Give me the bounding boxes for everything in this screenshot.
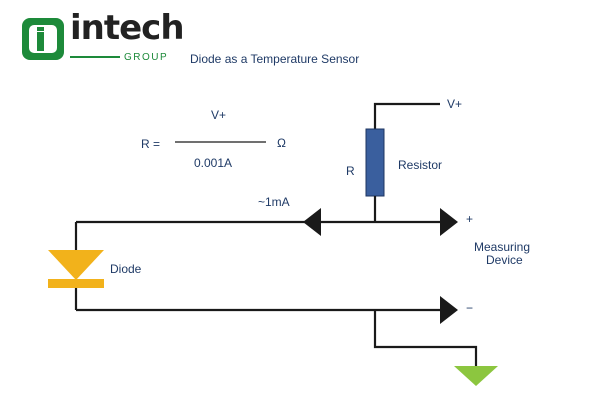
diode-label: Diode: [110, 262, 142, 276]
supply-wire: [373, 102, 440, 129]
formula-lhs: R =: [141, 137, 161, 151]
negative-terminal-label: −: [466, 301, 474, 315]
negative-terminal-arrow: [440, 296, 458, 324]
current-arrow: [303, 208, 321, 236]
positive-terminal-arrow: [440, 208, 458, 236]
diode-bar: [48, 279, 104, 288]
brand-subtitle: GROUP: [124, 52, 169, 63]
brand-logo: intech GROUP: [20, 8, 185, 64]
logo-icon: [22, 18, 64, 60]
diagram-title: Diode as a Temperature Sensor: [190, 52, 360, 66]
positive-terminal-label: +: [466, 212, 474, 226]
ground-wire: [373, 310, 478, 366]
brand-name: intech: [70, 8, 185, 48]
brand-underline: [70, 56, 120, 58]
ground-icon: [454, 366, 498, 386]
diode-triangle: [48, 250, 104, 280]
resistor-symbol-label: R: [346, 164, 355, 178]
formula-unit: Ω: [277, 136, 286, 150]
measuring-device-label-line1: Measuring: [474, 240, 531, 254]
resistor-body: [365, 128, 385, 197]
measuring-device-label-line2: Device: [486, 253, 523, 267]
resistor-label: Resistor: [398, 158, 443, 172]
formula-numerator: V+: [211, 108, 227, 122]
formula-denominator: 0.001A: [194, 156, 233, 170]
supply-label: V+: [447, 97, 463, 111]
current-label: ~1mA: [258, 195, 290, 209]
